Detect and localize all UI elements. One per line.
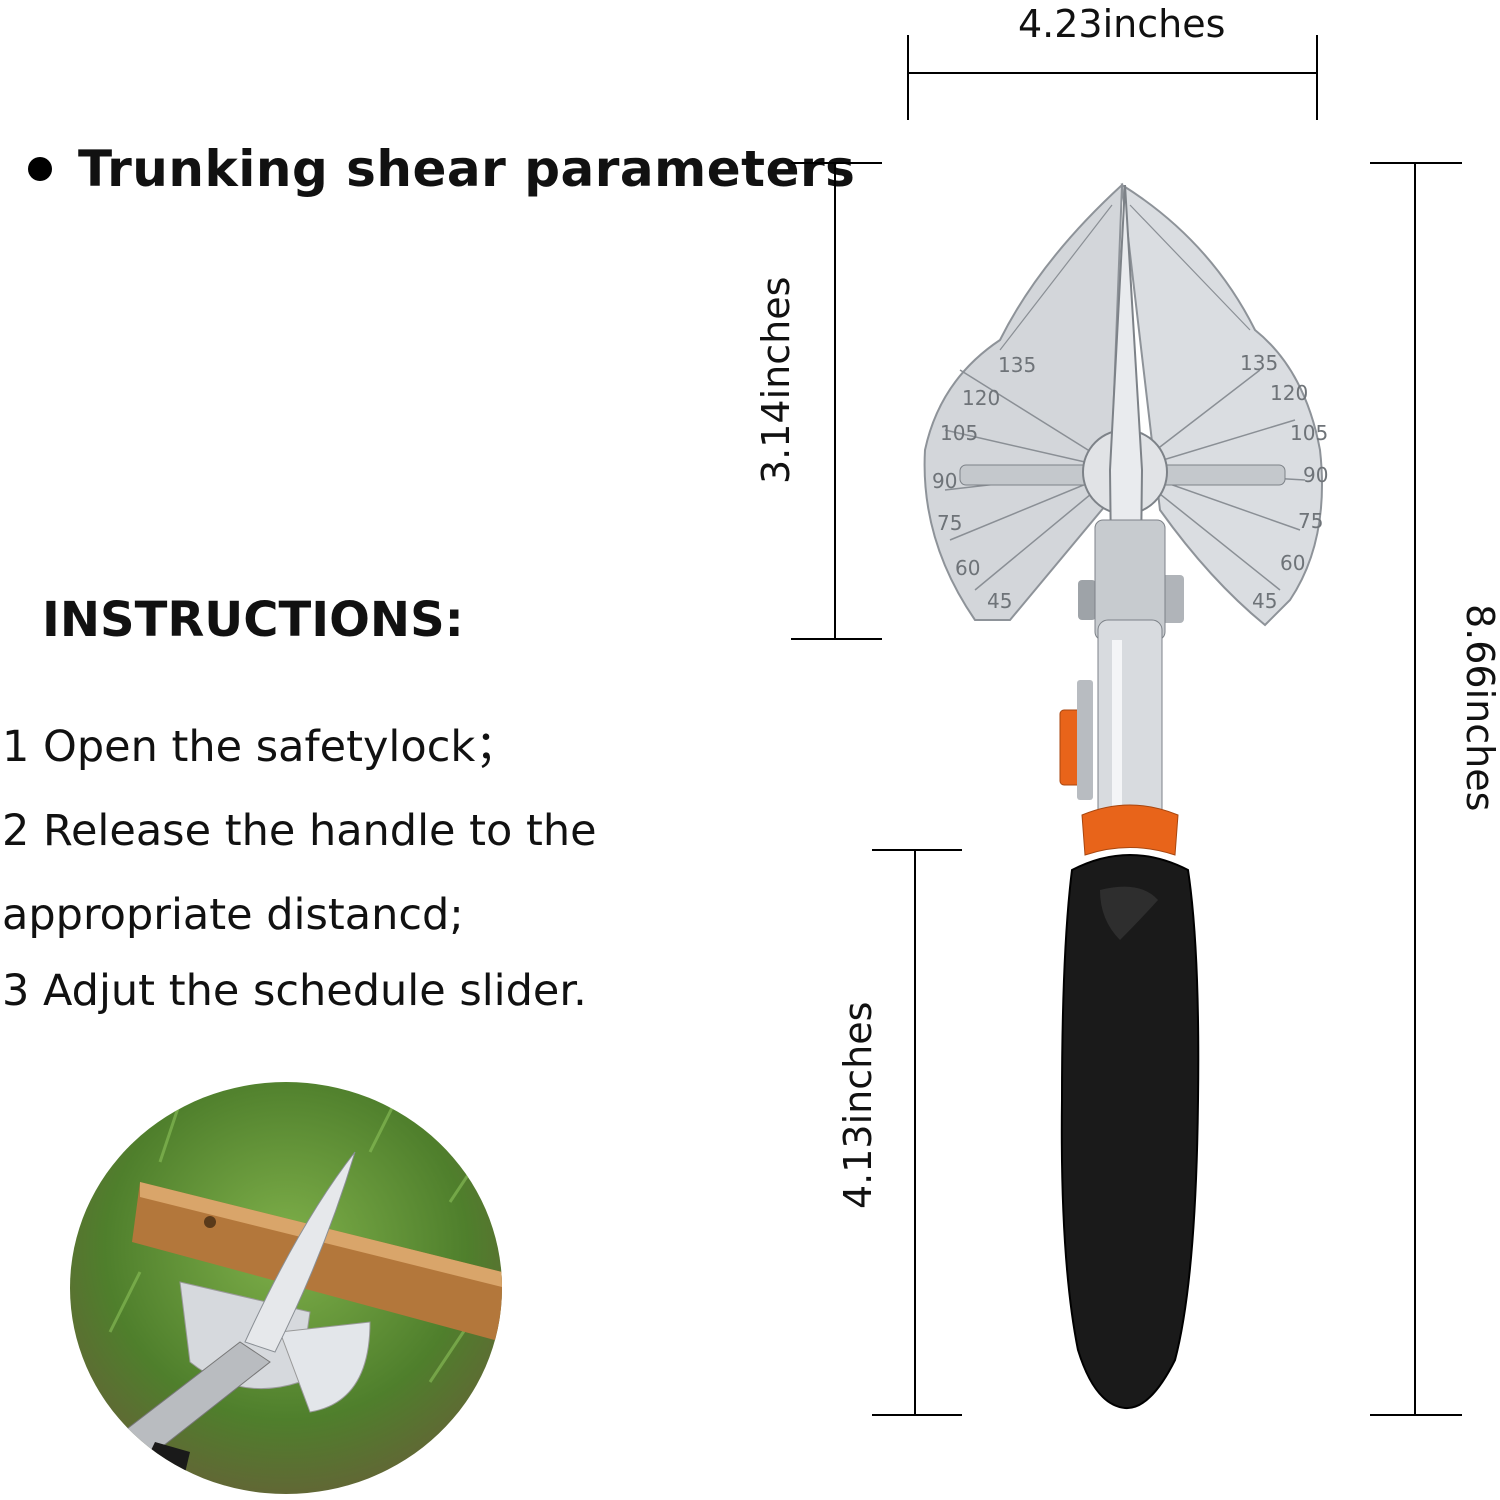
handle-length-dimension-line [872,849,962,1416]
scale-label-right-90: 90 [1303,463,1328,487]
instructions-title: INSTRUCTIONS: [42,592,464,648]
width-dimension-line [907,35,1318,120]
head-height-label: 3.14inches [754,276,798,484]
scale-label-right-45: 45 [1252,589,1277,613]
scale-label-right-60: 60 [1280,551,1305,575]
scale-label-left-120: 120 [962,386,1000,410]
scale-label-left-135: 135 [998,353,1036,377]
instruction-step-3: 3 Adjut the schedule slider. [2,966,587,1016]
scale-label-left-105: 105 [940,421,978,445]
width-label: 4.23inches [1018,2,1226,46]
bullet-icon [28,157,52,181]
handle-length-label: 4.13inches [836,1001,880,1209]
page-heading: Trunking shear parameters [78,140,856,198]
instruction-step-2: 2 Release the handle to the [2,806,597,856]
scale-label-right-75: 75 [1298,509,1323,533]
scale-label-right-135: 135 [1240,351,1278,375]
scale-label-left-60: 60 [955,556,980,580]
shear-shaft [1059,519,1179,856]
head-height-dimension-line [791,162,882,640]
usage-photo-illustration [70,1082,502,1494]
scale-label-left-45: 45 [987,589,1012,613]
scale-label-right-120: 120 [1270,381,1308,405]
total-length-dimension-line [1370,162,1462,1416]
scale-label-left-90: 90 [932,469,957,493]
shear-handle [1060,854,1200,1410]
angle-scale-labels: 45 60 75 90 105 120 135 135 120 105 90 7… [932,351,1328,613]
heading-row: Trunking shear parameters [28,140,855,198]
scale-label-left-75: 75 [937,511,962,535]
scale-label-right-105: 105 [1290,421,1328,445]
instruction-step-1: 1 Open the safetylock； [2,722,519,772]
instruction-step-2-continued: appropriate distancd; [2,890,464,940]
shear-head [923,182,1323,641]
usage-photo [70,1082,502,1494]
total-length-label: 8.66inches [1458,604,1500,812]
